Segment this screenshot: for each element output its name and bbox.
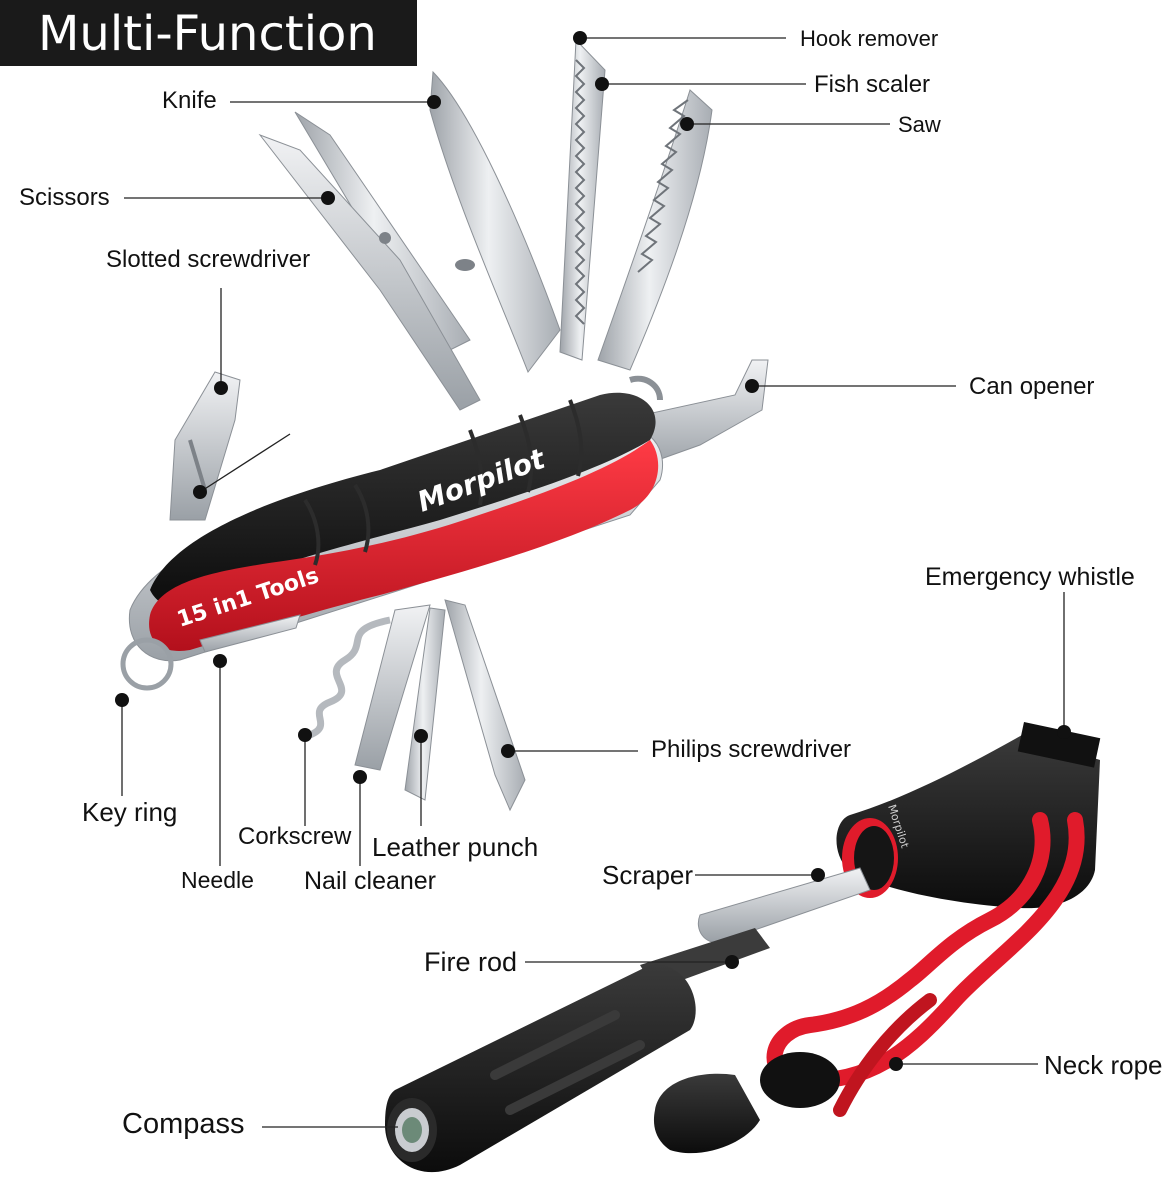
label-knife: Knife <box>162 87 217 114</box>
label-emergency-whistle: Emergency whistle <box>925 563 1135 591</box>
label-saw: Saw <box>898 112 941 137</box>
needle-shape <box>199 614 301 653</box>
scraper-shape <box>697 867 871 943</box>
label-compass: Compass <box>122 1108 245 1140</box>
multitool: Morpilot 15 in1 Tools <box>120 38 769 812</box>
label-scissors: Scissors <box>19 184 110 211</box>
label-fish-scaler: Fish scaler <box>814 71 931 98</box>
knife-blade <box>429 70 561 374</box>
label-can-opener: Can opener <box>969 373 1095 400</box>
philips-screwdriver-shape <box>444 599 526 812</box>
label-neck-rope: Neck rope <box>1044 1050 1163 1080</box>
nail-cleaner-shape <box>354 604 431 771</box>
label-nail-cleaner: Nail cleaner <box>304 867 437 895</box>
corkscrew-shape <box>308 616 391 739</box>
label-needle: Needle <box>181 867 254 893</box>
key-ring-shape <box>120 637 174 691</box>
label-slotted-screwdriver: Slotted screwdriver <box>106 246 311 273</box>
fire-starter: Morpilot <box>385 722 1101 1173</box>
label-fire-rod: Fire rod <box>424 947 518 977</box>
label-corkscrew: Corkscrew <box>238 823 352 850</box>
callout-lines <box>115 31 1071 1128</box>
hook-remover-blade <box>559 38 606 361</box>
title-banner: Multi-Function <box>0 0 417 66</box>
scissors-lever <box>258 133 481 411</box>
banner-title: Multi-Function <box>38 6 377 62</box>
label-key-ring: Key ring <box>82 797 178 827</box>
leather-punch-shape <box>404 607 446 801</box>
label-hook-remover: Hook remover <box>800 26 939 51</box>
handle-red <box>149 440 659 651</box>
label-leather-punch: Leather punch <box>372 832 539 862</box>
label-philips-screwdriver: Philips screwdriver <box>651 736 852 763</box>
neck-rope-shape <box>766 812 1085 1089</box>
label-scraper: Scraper <box>602 860 694 890</box>
saw-blade <box>597 89 713 371</box>
saw-teeth <box>637 99 689 273</box>
fish-scaler-teeth <box>574 59 586 325</box>
slotted-screwdriver <box>169 371 241 521</box>
rope-clip <box>653 1073 760 1154</box>
